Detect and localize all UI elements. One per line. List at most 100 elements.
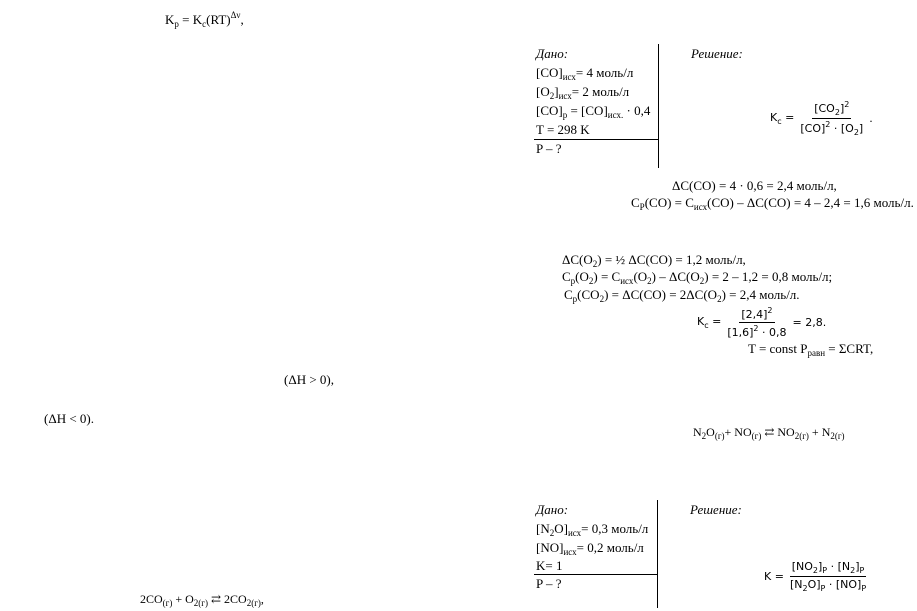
kcv-num: [2,4]2 [739,306,775,323]
cpo2-b: (O [575,269,589,284]
n2o-s4: 2(г) [794,431,809,441]
pline-b: = ΣCRT, [825,341,874,356]
cor-a: 2CO [140,592,163,606]
kc1-den-b: · [O [830,122,854,135]
kc1-num-a: [CO [814,102,835,115]
kcv-eq: = [708,315,722,328]
given-line-temp: T = 298 K [536,122,590,137]
cor-arrow: ⇄ [207,592,225,606]
cpco-s2: исх [693,202,708,212]
kc1-num-s: 2 [834,108,840,117]
k2-num-s4: P [859,566,865,575]
given-divider-1 [658,44,659,168]
n2o-arrow: ⇄ [761,425,778,439]
kc1-den-s: 2 [853,128,859,137]
cpo2-s1: р [570,276,576,286]
delta-h-positive: (ΔH > 0), [284,372,334,387]
n2o-reaction: N2O(г)+ NO(г) ⇄ NO2(г) + N2(г) [693,425,845,444]
cor-c: 2CO [224,592,247,606]
kcv-den: [1,6]2 · 0,8 [725,323,788,339]
n2o-a: N [693,425,702,439]
co-bracket: [CO] [536,65,563,80]
dco2-s1: 2 [592,259,598,269]
kc1-c: c [777,117,782,126]
cpco2-s3: 2 [717,294,722,304]
cpo2-d: (O [633,269,648,284]
cpo2-c: ) = C [593,269,621,284]
kcv-result: = 2,8. [792,316,827,329]
given-line-co-eq: [CO]р = [CO]исх. · 0,4 [536,103,650,123]
cpco-s1: P [639,202,645,212]
kc1-k: Kc = [770,111,794,126]
co-reaction: 2CO(г) + O2(г) ⇄ 2CO2(г), [140,592,264,611]
given-line-o2: [O2]исх= 2 моль/л [536,84,629,104]
n2o-s5: 2(г) [830,431,845,441]
given-question-rule-2 [534,574,657,575]
dco2-b: ) = ½ ΔC(CO) = 1,2 моль/л, [597,252,746,267]
kp-sub: p [174,19,179,29]
p2l1-s1: 2 [549,528,555,538]
o2-value: = 2 моль/л [571,84,630,99]
cor-b: + O [172,592,194,606]
k2-num-d: ] [855,560,860,573]
k2-num: [NO2]P · [N2]P [789,560,867,577]
n2o-e: + N [808,425,831,439]
cp-co2-line: Cр(CO2) = ΔC(CO) = 2ΔC(O2) = 2,4 моль/л. [564,287,800,307]
delta-c-co: ΔC(CO) = 4 · 0,6 = 2,4 моль/л, [672,178,837,193]
k2-fraction: [NO2]P · [N2]P [N2O]P · [NO]P [788,560,868,593]
kcv-k: Kc = [697,315,721,330]
cor-b2: 2(г) [193,598,208,608]
delta-nu-exp: Δν [230,10,241,20]
p2l1-c: = 0,3 моль/л [581,521,649,536]
delta-c-o2: ΔC(O2) = ½ ΔC(CO) = 1,2 моль/л, [562,252,746,272]
coeq-s2: исх. [607,110,624,120]
cpco2-c: ) = ΔC(CO) = 2ΔC(O [604,287,718,302]
n2o-s2: (г) [714,431,725,441]
given-divider-2 [657,500,658,608]
n2o-b: O [706,425,715,439]
given-question-rule-1 [534,139,658,140]
rt-term: (RT) [206,12,231,27]
o2-sub: исх [558,91,572,101]
kc1-k-text: K [770,111,778,124]
k2-den-s3: P [861,584,867,593]
kc-formula-1: Kc = [CO2]2 [CO]2 · [O2] . [770,100,873,137]
p2l1-b: O] [554,521,568,536]
k2-k: K = [764,570,784,583]
given-line-k: K= 1 [536,558,563,573]
k-formula-2: K = [NO2]P · [N2]P [N2O]P · [NO]P [764,560,872,593]
cor-g1: (г) [162,598,173,608]
pline-s: равн [807,348,826,358]
kc1-den-a: [CO] [800,122,826,135]
p2l1-s: исх [567,528,582,538]
kcv-k-text: K [697,315,705,328]
o2-sub1: 2 [549,91,555,101]
kc1-eq: = [781,111,795,124]
given-line-n2o: [N2O]исх= 0,3 моль/л [536,521,648,541]
kc-value-formula: Kc = [2,4]2 [1,6]2 · 0,8 = 2,8. [697,306,826,339]
cor-c2: 2(г) [246,598,261,608]
kc-sub: c [202,19,207,29]
kp-eq: = K [178,12,203,27]
given-label-2: Дано: [536,502,569,517]
cpo2-a: C [562,269,571,284]
pressure-equation: T = const Pравн = ΣCRT, [748,341,873,361]
cpco2-s2: 2 [599,294,605,304]
p2l2-s: исх [563,547,577,557]
coeq-b: = [CO] [567,103,608,118]
cp-co-line: CP(CO) = Cисх(CO) – ΔC(CO) = 4 – 2,4 = 1… [631,195,914,215]
cpco2-b: (CO [577,287,600,302]
kc1-den: [CO]2 · [O2] [798,119,865,137]
coeq-s1: р [562,110,568,120]
cpo2-s3: исх [620,276,634,286]
dco2-a: ΔC(O [562,252,593,267]
cpo2-s5: 2 [699,276,705,286]
kcv-den-b: · 0,8 [758,326,787,339]
k2-den-b: O] [807,578,821,591]
kp-tail: , [240,12,244,27]
p2l2-b: = 0,2 моль/л [576,540,644,555]
given-question-2: P – ? [536,576,562,591]
given-label-1: Дано: [536,46,569,61]
k2-num-c: · [N [827,560,851,573]
p2l1-a: [N [536,521,550,536]
